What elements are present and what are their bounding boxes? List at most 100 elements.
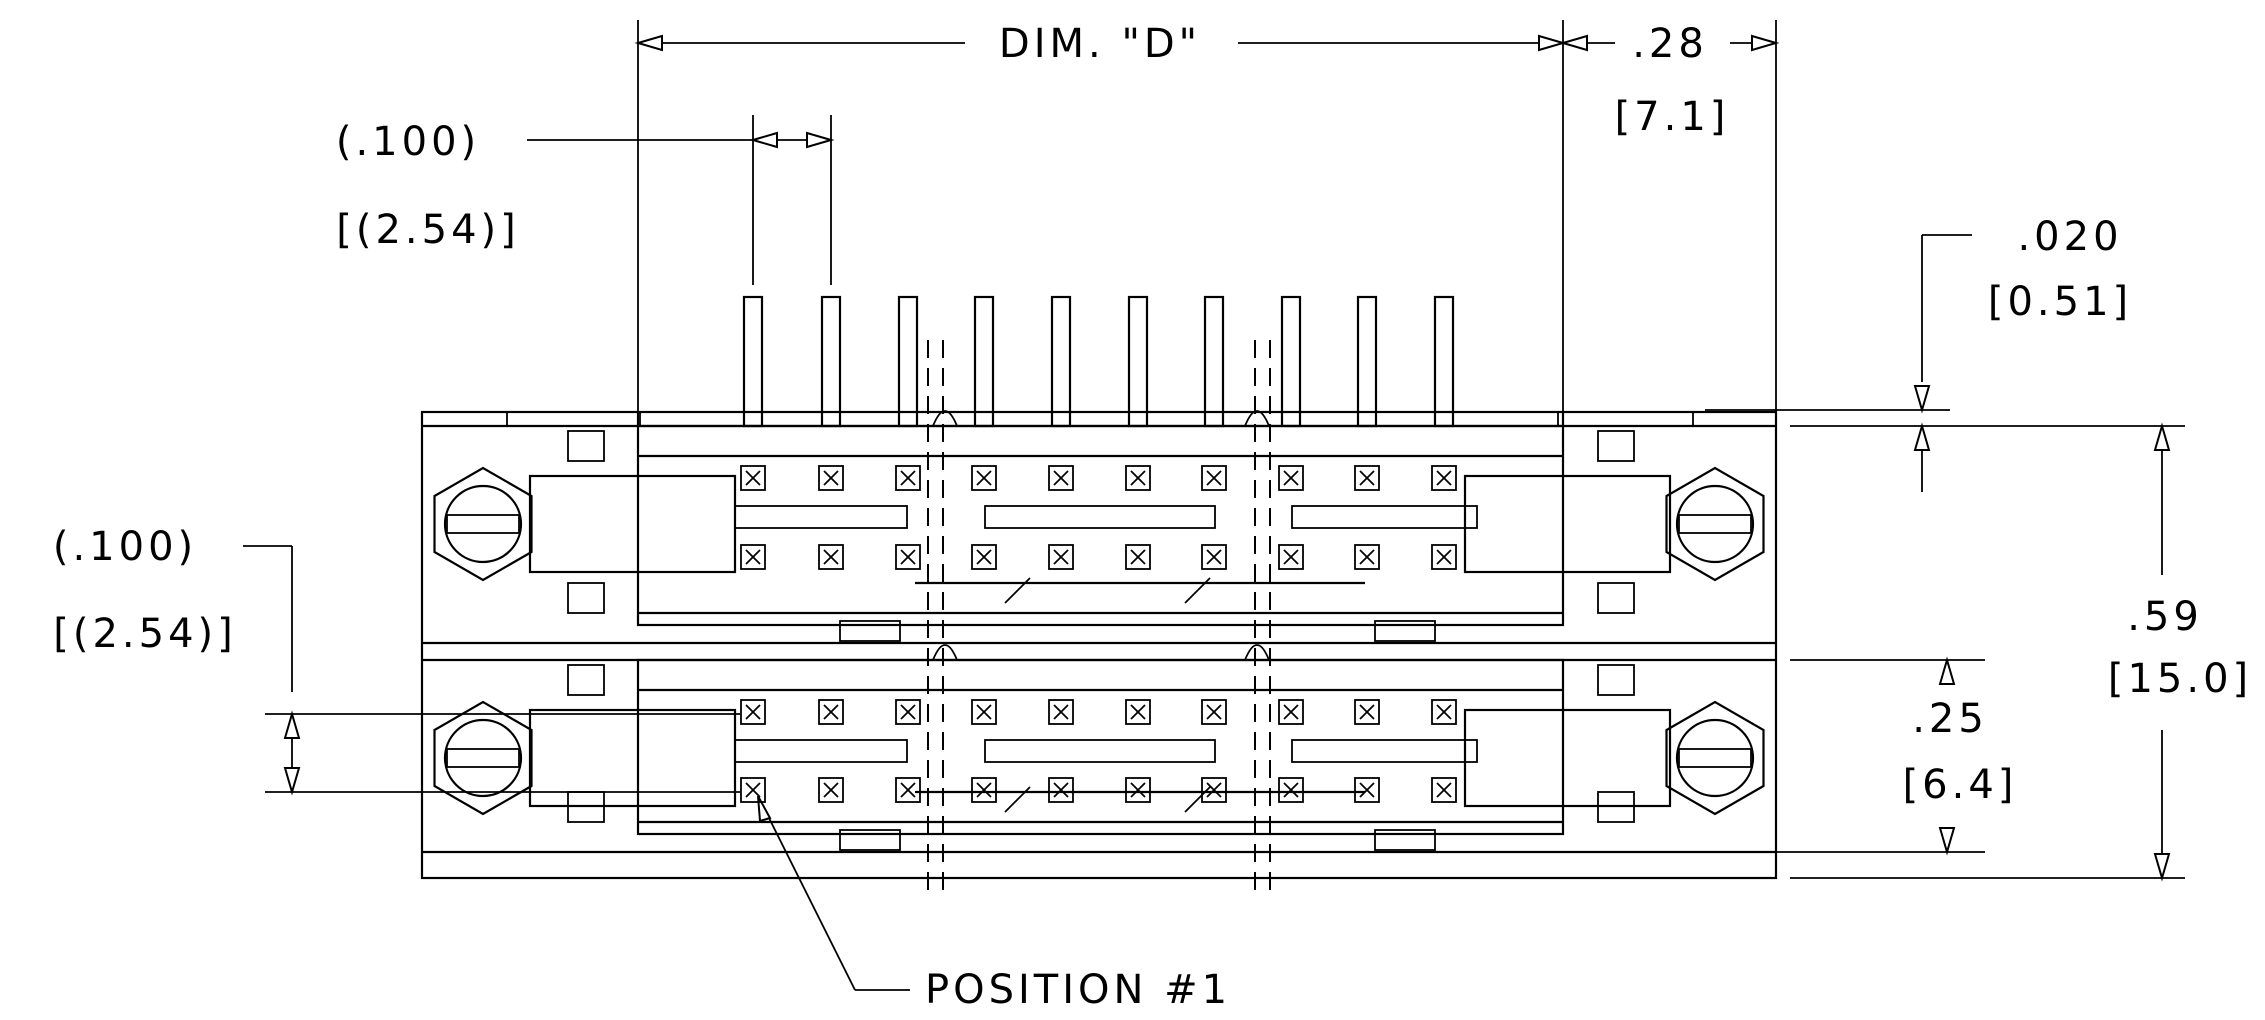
tail-pin [820, 295, 842, 428]
contact-cross [745, 704, 761, 720]
contact [895, 699, 921, 725]
contact-square [1048, 699, 1074, 725]
pitch-left-mm: [(2.54)] [53, 611, 236, 657]
jackscrew [1463, 466, 1765, 582]
contact-square [895, 465, 921, 491]
row-slot [1291, 739, 1478, 763]
screw-slot [446, 514, 520, 534]
contact-square [971, 777, 997, 803]
side-box [567, 582, 605, 614]
contact-cross [1053, 704, 1069, 720]
contact [895, 465, 921, 491]
contact-cross [1359, 549, 1375, 565]
tail-pin [742, 295, 764, 428]
contact-square [1048, 544, 1074, 570]
shoulder-step [1557, 411, 1694, 427]
height-dimension: .59 [15.0] [1790, 422, 2248, 882]
contact [971, 465, 997, 491]
contact-square [818, 465, 844, 491]
latch-line [1004, 786, 1031, 813]
bottom-tab [1374, 829, 1436, 851]
contact-cross [1206, 782, 1222, 798]
tail-pin [973, 295, 995, 428]
row-inch: .25 [1912, 696, 1988, 742]
tail-pin [1280, 295, 1302, 428]
contact-square [1354, 544, 1380, 570]
row-slot [1291, 505, 1478, 529]
position-1-label: POSITION #1 [925, 967, 1231, 1013]
contact-square [1125, 465, 1151, 491]
contact [818, 544, 844, 570]
contact-square [1278, 699, 1304, 725]
contact-cross [976, 704, 992, 720]
screw-head [443, 718, 523, 798]
bottom-tab [839, 829, 901, 851]
contact-cross [1436, 782, 1452, 798]
position-1-callout: POSITION #1 [757, 795, 1231, 1013]
row-shell [636, 658, 1565, 836]
contact-cross [1053, 549, 1069, 565]
hex-nut [433, 700, 533, 816]
contact [818, 699, 844, 725]
contact-cross [1436, 470, 1452, 486]
contact-square [818, 777, 844, 803]
contact [1048, 699, 1074, 725]
contact-cross [1053, 782, 1069, 798]
contact-cross [1130, 782, 1146, 798]
body-outline [420, 410, 1778, 880]
contact-cross [1206, 470, 1222, 486]
contact-square [818, 544, 844, 570]
contact [1048, 465, 1074, 491]
flange-block [528, 474, 737, 574]
contact-square [1431, 465, 1457, 491]
hex-nut [1665, 700, 1765, 816]
contact [1431, 777, 1457, 803]
contact-cross [900, 704, 916, 720]
side-box [567, 430, 605, 462]
screw-slot [1678, 514, 1752, 534]
contact [1201, 699, 1227, 725]
height-inch: .59 [2127, 594, 2203, 640]
contact-square [740, 777, 766, 803]
contact-square [971, 699, 997, 725]
row-slot [984, 739, 1216, 763]
contact-cross [745, 782, 761, 798]
contact [740, 777, 766, 803]
row-slot [734, 505, 908, 529]
contact [1431, 699, 1457, 725]
pitch-top-dimension: (.100) [(2.54)] [336, 115, 835, 285]
connector-body [420, 340, 1778, 898]
standoff-bump [932, 410, 958, 427]
contact-square [1125, 699, 1151, 725]
row-slot [734, 739, 908, 763]
contact-cross [1359, 704, 1375, 720]
contact-cross [900, 549, 916, 565]
contact-square [1431, 544, 1457, 570]
contact-cross [823, 470, 839, 486]
bottom-tab [1374, 620, 1436, 642]
contact-square [740, 465, 766, 491]
contact-square [895, 544, 921, 570]
contact-square [1354, 777, 1380, 803]
contact [1201, 544, 1227, 570]
row-dimension: .25 [6.4] [1665, 656, 2013, 856]
contact [818, 777, 844, 803]
contact-cross [1130, 549, 1146, 565]
tail-inch: .020 [2017, 214, 2122, 260]
contact-cross [823, 704, 839, 720]
contact-cross [1283, 704, 1299, 720]
contact-square [1201, 777, 1227, 803]
contact-cross [1130, 470, 1146, 486]
contact-cross [976, 782, 992, 798]
contact [740, 465, 766, 491]
pitch-top-mm: [(2.54)] [336, 207, 519, 253]
flange-block [528, 708, 737, 808]
connector-tail-pins [742, 295, 1455, 428]
jackscrew [433, 700, 737, 816]
contact [1431, 465, 1457, 491]
contact [1354, 699, 1380, 725]
contact [1125, 777, 1151, 803]
tail-dimension: .020 [0.51] [1705, 214, 2128, 492]
row-slot [984, 505, 1216, 529]
latch-line [1184, 577, 1211, 604]
